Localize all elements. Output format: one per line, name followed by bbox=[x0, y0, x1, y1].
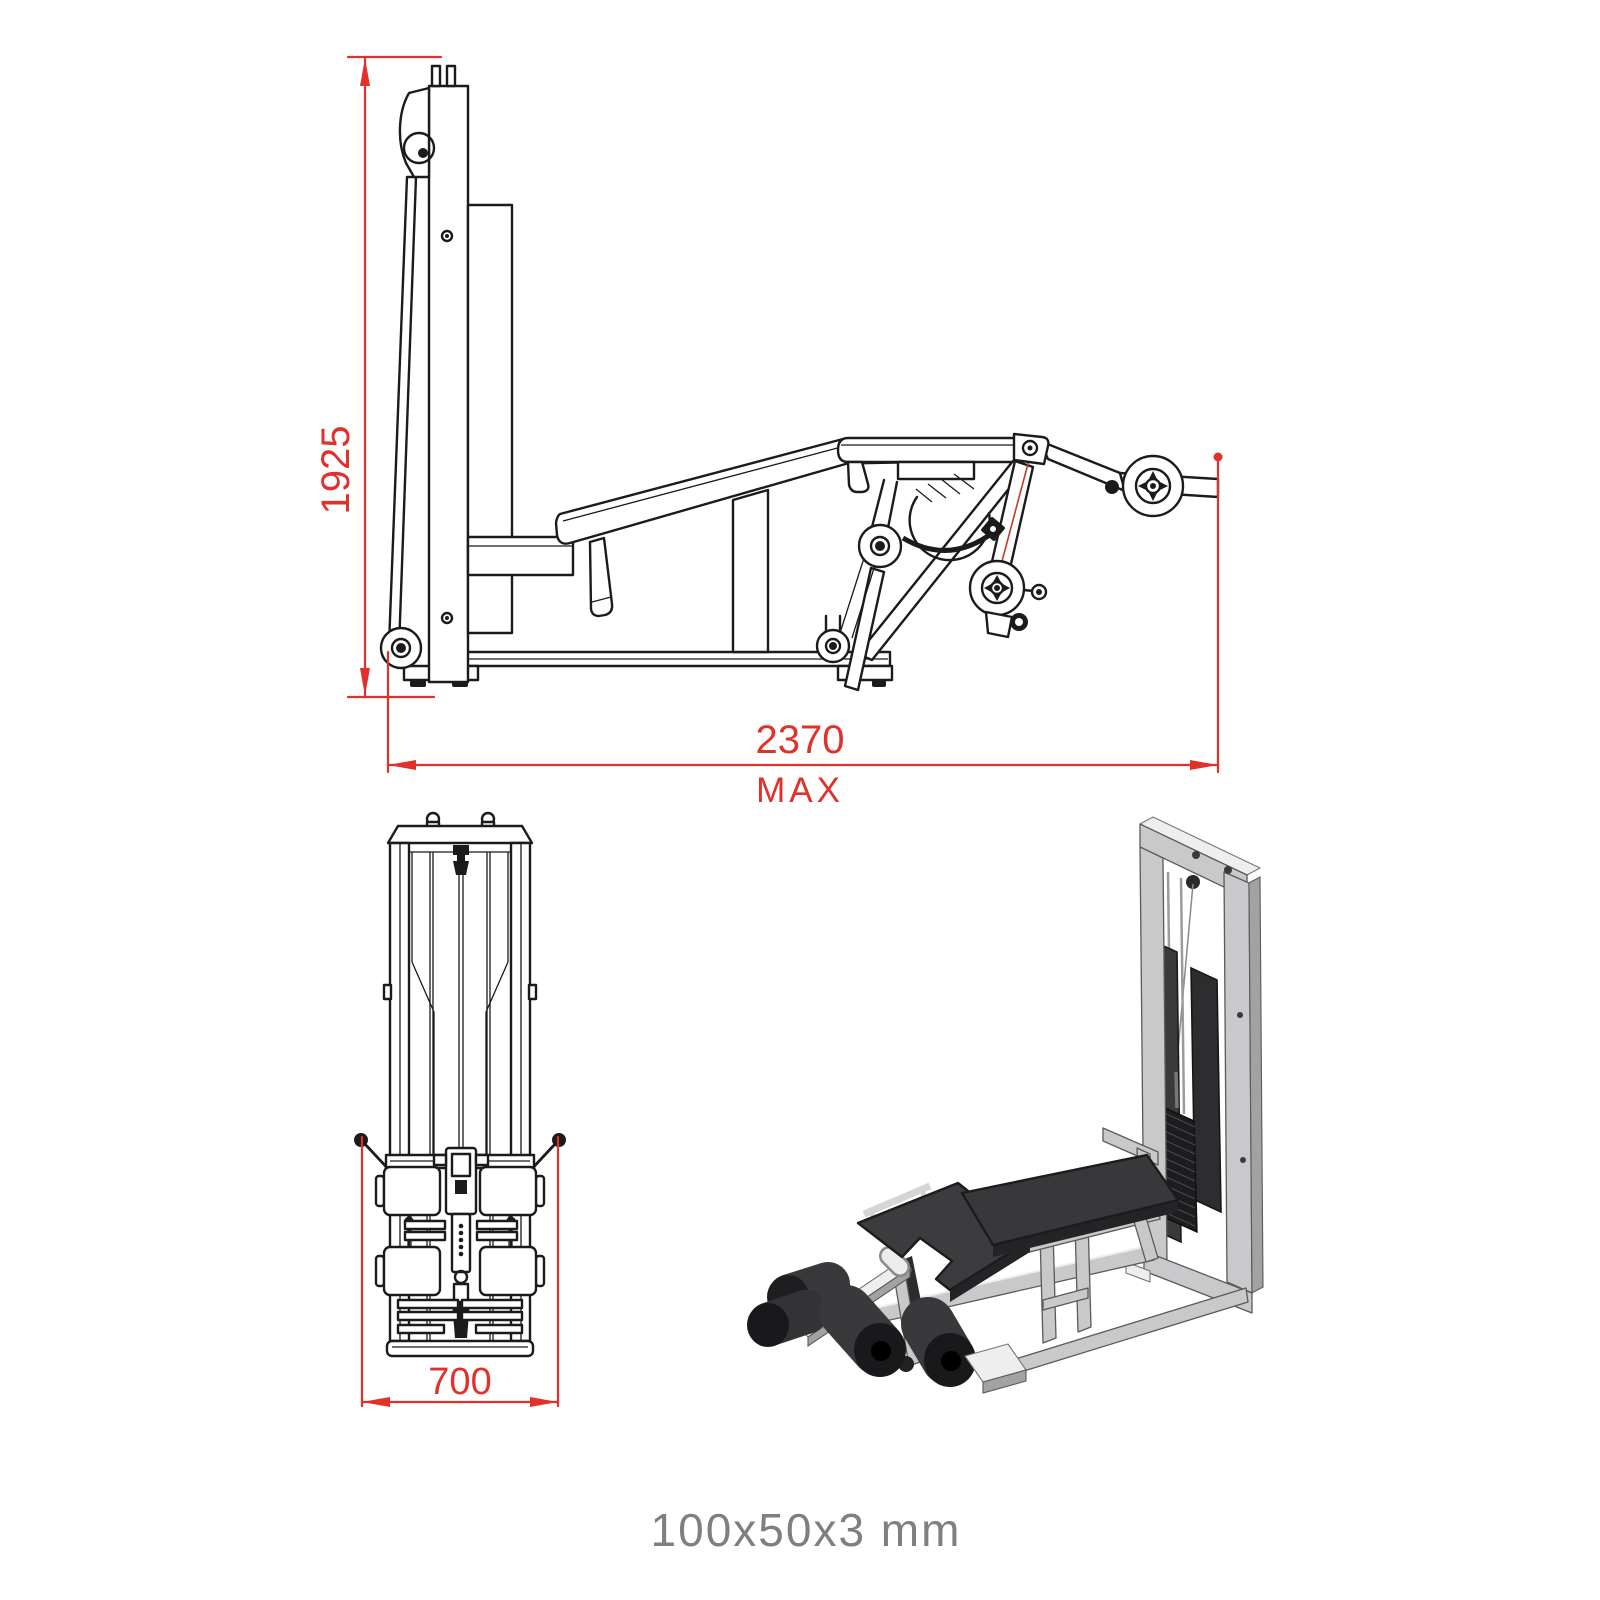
iso-view bbox=[747, 816, 1264, 1394]
roller-pad bbox=[382, 1245, 442, 1297]
incline-pad bbox=[554, 437, 851, 545]
cable-clamp bbox=[981, 517, 1005, 541]
top-hanger bbox=[453, 845, 469, 875]
adjust-pin bbox=[588, 536, 614, 618]
column-front-brace bbox=[387, 175, 418, 650]
profile-spec-note: 100x50x3 mm bbox=[651, 1504, 962, 1556]
front-base bbox=[385, 1339, 535, 1358]
dim-height-label: 1925 bbox=[314, 426, 358, 515]
dimension-height: 1925 bbox=[314, 55, 443, 699]
seat-arm bbox=[466, 535, 575, 577]
side-column bbox=[379, 64, 514, 684]
cam-roller-wheel bbox=[968, 559, 1048, 639]
foot-roller-wheel bbox=[1121, 454, 1185, 518]
column-rear-plate bbox=[466, 203, 514, 635]
front-roller-assembly bbox=[354, 1133, 566, 1358]
bench-support-post bbox=[731, 488, 770, 654]
dim-width-label: 700 bbox=[428, 1361, 491, 1403]
iso-bench bbox=[856, 1153, 1180, 1394]
flat-pad bbox=[836, 436, 1020, 464]
roller-pad bbox=[382, 1165, 442, 1217]
roller-pad bbox=[478, 1165, 538, 1217]
iso-flat-pad bbox=[960, 1153, 1180, 1247]
dim-length-qualifier: MAX bbox=[756, 771, 844, 810]
iso-rollers bbox=[747, 1262, 976, 1387]
front-top-beam bbox=[386, 824, 534, 845]
roller-pad bbox=[478, 1245, 538, 1297]
side-view: 1925 2370 MAX bbox=[314, 55, 1223, 810]
foot-lever bbox=[1012, 432, 1220, 518]
guide-rods bbox=[429, 852, 491, 1167]
column-post bbox=[427, 84, 470, 684]
dim-length-label: 2370 bbox=[756, 718, 845, 762]
dimension-length: 2370 MAX bbox=[386, 452, 1223, 810]
dimension-width: 700 bbox=[360, 1135, 560, 1408]
side-base-frame bbox=[402, 650, 894, 687]
front-view: 700 bbox=[354, 811, 566, 1408]
side-bench bbox=[466, 436, 1020, 654]
side-mechanism bbox=[815, 432, 1220, 692]
